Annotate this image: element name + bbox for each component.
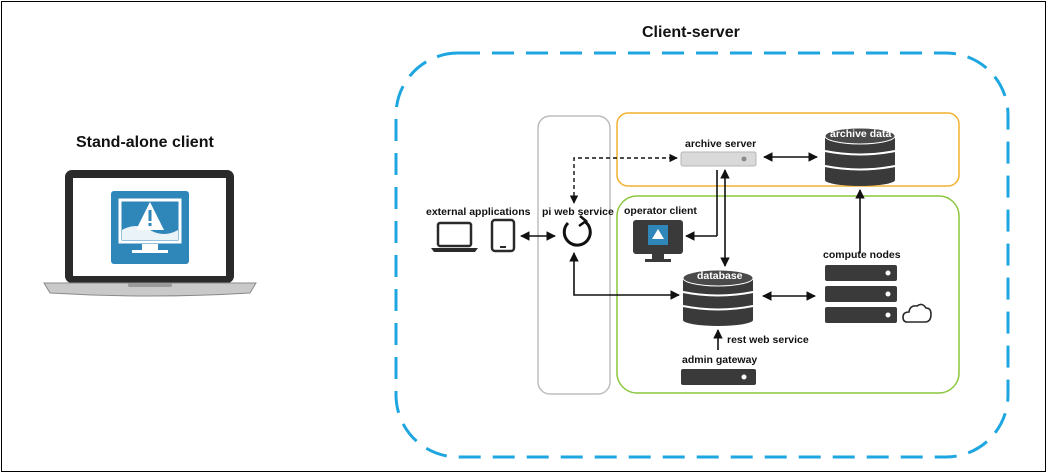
archive-group [616,112,960,187]
admin-gateway-icon [681,369,756,385]
archive-data-label: archive data [830,128,892,140]
operator-client-label: operator client [624,205,697,217]
connector-webservice-database [569,252,680,300]
database-icon [682,269,754,326]
archive-server-icon [680,151,757,167]
app-screen-icon [111,191,189,264]
cloud-icon [902,303,932,323]
compute-nodes-icon [825,265,897,323]
archive-data-icon [824,127,896,186]
web-service-ring-icon [562,215,592,247]
archive-server-label: archive server [685,138,757,150]
external-laptop-icon [431,221,478,252]
client-server-title: Client-server [642,24,740,41]
tablet-icon [490,218,516,253]
rest-web-service-label: rest web service [727,334,809,346]
admin-gateway-label: admin gateway [682,354,758,366]
operator-monitor-icon [633,220,683,262]
pi-web-service-label: pi web service [542,206,614,218]
compute-nodes-label: compute nodes [823,249,901,261]
external-applications-label: external applications [426,206,531,218]
database-label: database [697,270,743,282]
client-server-boundary [394,51,1010,459]
stand-alone-title: Stand-alone client [76,134,214,151]
connector-webservice-archive-dashed [569,153,678,204]
